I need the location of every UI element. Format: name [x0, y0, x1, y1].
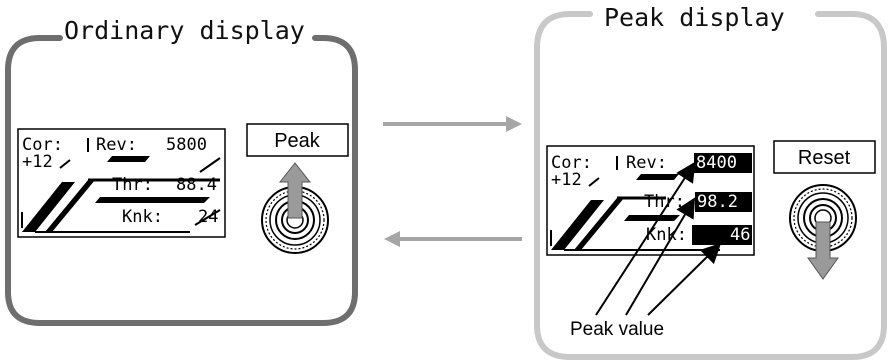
ordinary-thr-label: Thr:: [112, 175, 153, 195]
peak-button[interactable]: Peak: [246, 123, 349, 157]
knob-down-arrow-icon: [807, 221, 839, 280]
peak-button-label: Peak: [274, 130, 321, 152]
peak-thr-value: 98.2: [697, 192, 738, 212]
arrow-to-ordinary-display: [384, 231, 522, 247]
ordinary-knk-label: Knk:: [122, 207, 163, 227]
peak-thr-label: Thr:: [644, 192, 685, 212]
peak-panel-border: [534, 11, 887, 360]
peak-display-panel: Peak display Cor: +12 Rev:: [534, 3, 887, 360]
peak-knk-value: 46: [730, 225, 750, 245]
ordinary-lcd-screen: Cor: +12 Rev: 5800 Thr: 88.4 Knk: 24: [17, 128, 226, 238]
peak-lcd-screen: Cor: +12 Rev: 8400 Thr: 98.2 Knk: 46: [546, 145, 755, 256]
peak-value-pointers: [595, 161, 722, 316]
knob-up-arrow-icon: [278, 162, 312, 219]
ordinary-cor-value: +12: [22, 152, 53, 172]
peak-rev-value: 8400: [696, 153, 737, 173]
ordinary-lcd-graphic: [21, 138, 221, 233]
peak-panel-title: Peak display: [604, 3, 785, 32]
ordinary-panel-border: [5, 35, 358, 326]
ordinary-cor-label: Cor:: [22, 135, 63, 155]
ordinary-display-panel: Ordinary display Cor: +12 Rev: 5800 Thr: [5, 16, 358, 326]
peak-cor-label: Cor:: [551, 153, 592, 173]
ordinary-rev-value: 5800: [166, 135, 207, 155]
reset-button[interactable]: Reset: [773, 140, 876, 174]
reset-button-label: Reset: [798, 147, 851, 169]
arrow-to-peak-display: [383, 116, 522, 132]
ordinary-panel-title: Ordinary display: [64, 16, 305, 45]
peak-lcd-graphic: [550, 153, 752, 251]
peak-value-annotation: Peak value: [570, 319, 664, 340]
ordinary-rev-label: Rev:: [96, 135, 137, 155]
ordinary-knk-value: 24: [198, 207, 218, 227]
peak-cor-value: +12: [551, 170, 582, 190]
peak-rev-label: Rev:: [626, 153, 667, 173]
ordinary-thr-value: 88.4: [176, 175, 217, 195]
